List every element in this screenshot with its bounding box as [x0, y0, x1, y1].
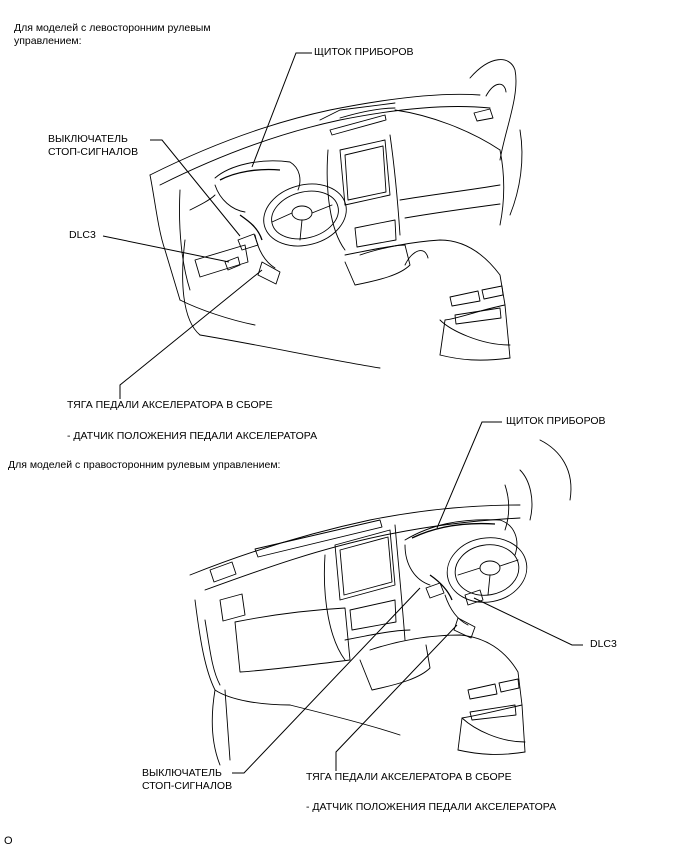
lhd-stop-switch-line2: СТОП-СИГНАЛОВ	[48, 146, 139, 158]
rhd-stop-switch-leader	[232, 587, 421, 774]
lhd-pedal-sensor-label: - ДАТЧИК ПОЛОЖЕНИЯ ПЕДАЛИ АКСЕЛЕРАТОРА	[67, 430, 318, 442]
footer-code: O	[4, 835, 13, 847]
rhd-stop-switch-line1: ВЫКЛЮЧАТЕЛЬ	[142, 767, 222, 779]
rhd-dashboard-drawing	[189, 439, 572, 766]
lhd-heading-line2: управлением:	[14, 35, 82, 47]
rhd-combination-meter-label: ЩИТОК ПРИБОРОВ	[506, 415, 606, 427]
rhd-pedal-assembly-label: ТЯГА ПЕДАЛИ АКСЕЛЕРАТОРА В СБОРЕ	[306, 771, 512, 783]
lhd-pedal-assembly-label: ТЯГА ПЕДАЛИ АКСЕЛЕРАТОРА В СБОРЕ	[67, 399, 273, 411]
lhd-heading: Для моделей с левосторонним рулевым упра…	[14, 22, 211, 48]
lhd-pedal-leader	[119, 269, 263, 399]
lhd-stop-switch-leader	[150, 139, 241, 237]
rhd-pedal-sensor-label: - ДАТЧИК ПОЛОЖЕНИЯ ПЕДАЛИ АКСЕЛЕРАТОРА	[306, 801, 557, 813]
lhd-heading-line1: Для моделей с левосторонним рулевым	[14, 22, 211, 34]
rhd-heading: Для моделей с правосторонним рулевым упр…	[8, 459, 281, 471]
rhd-pedal-leader	[335, 624, 458, 771]
lhd-stop-switch-label: ВЫКЛЮЧАТЕЛЬ СТОП-СИГНАЛОВ	[48, 133, 138, 159]
rhd-stop-switch-line2: СТОП-СИГНАЛОВ	[142, 780, 233, 792]
rhd-meter-leader	[436, 421, 502, 529]
rhd-dlc3-label: DLC3	[590, 638, 617, 650]
lhd-dlc3-label: DLC3	[69, 229, 96, 241]
lhd-stop-switch-line1: ВЫКЛЮЧАТЕЛЬ	[48, 133, 128, 145]
lhd-combination-meter-label: ЩИТОК ПРИБОРОВ	[314, 46, 414, 58]
rhd-stop-switch-label: ВЫКЛЮЧАТЕЛЬ СТОП-СИГНАЛОВ	[142, 767, 232, 793]
lhd-meter-leader	[251, 52, 312, 168]
lhd-dashboard-drawing	[149, 59, 523, 369]
rhd-dlc3-leader	[473, 597, 583, 646]
lhd-dlc3-leader	[102, 235, 230, 263]
